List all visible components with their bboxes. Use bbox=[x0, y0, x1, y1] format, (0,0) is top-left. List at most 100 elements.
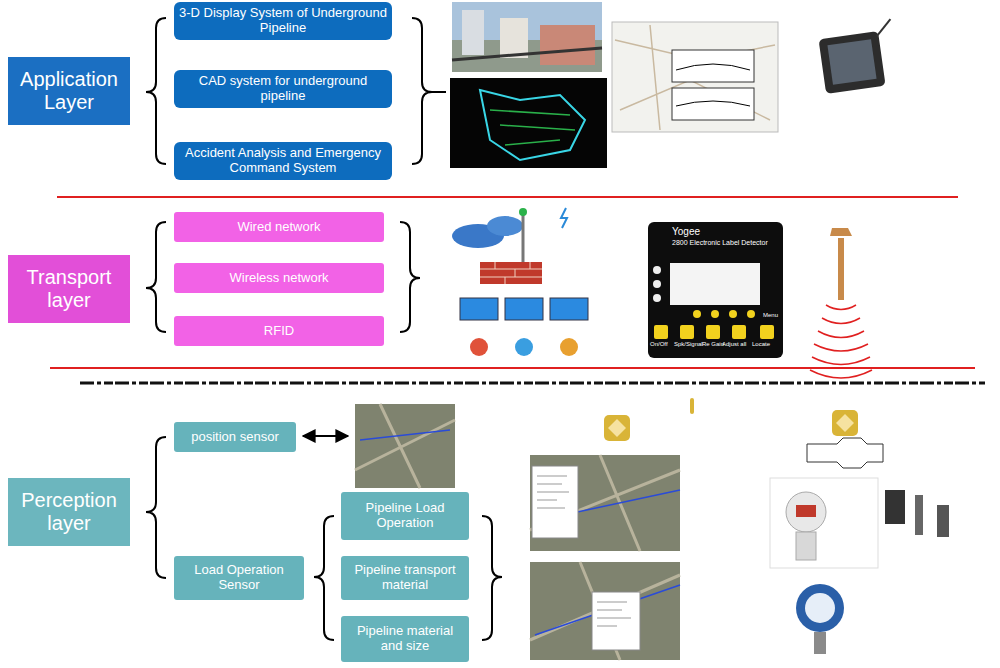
bracket bbox=[146, 18, 166, 164]
marker-pin bbox=[690, 398, 694, 414]
wave bbox=[810, 370, 872, 378]
button-label: Menu bbox=[763, 312, 778, 318]
map-frame bbox=[355, 404, 455, 488]
road bbox=[530, 455, 680, 551]
button bbox=[654, 325, 668, 339]
city-3d-image bbox=[452, 2, 602, 72]
button bbox=[760, 325, 774, 339]
map-frame bbox=[530, 562, 680, 660]
probe-with-signal bbox=[810, 228, 872, 378]
brackets bbox=[146, 18, 502, 640]
wave bbox=[812, 357, 870, 365]
gauge-face bbox=[805, 593, 835, 623]
rfid-tag bbox=[604, 415, 630, 441]
button bbox=[693, 310, 701, 318]
button bbox=[653, 280, 661, 288]
wave bbox=[818, 331, 864, 338]
button-label: On/Off bbox=[650, 341, 668, 347]
sensor-small bbox=[885, 490, 905, 524]
popup bbox=[532, 466, 578, 538]
chart-panel bbox=[672, 50, 754, 82]
tag-body bbox=[604, 415, 630, 441]
gas-icon bbox=[470, 338, 488, 356]
tag-mark bbox=[836, 414, 854, 432]
layer-separator bbox=[57, 196, 958, 198]
button bbox=[747, 310, 755, 318]
button-label: Re Gain bbox=[702, 341, 724, 347]
building bbox=[500, 18, 528, 58]
network-image bbox=[452, 208, 588, 356]
aerial-map bbox=[355, 404, 455, 488]
image-frame bbox=[452, 2, 602, 72]
chart-curve bbox=[676, 64, 750, 106]
photo-frame bbox=[770, 478, 878, 568]
building bbox=[540, 25, 595, 65]
bracket bbox=[412, 18, 432, 164]
node-text: 3-D Display System of Underground Pipeli… bbox=[178, 6, 388, 36]
firewall-bricks bbox=[480, 262, 542, 284]
attribute-box: Pipeline Load Operation bbox=[341, 492, 469, 540]
button bbox=[729, 310, 737, 318]
wave bbox=[822, 318, 860, 324]
layer-box: Perception layer bbox=[8, 478, 130, 546]
button-label: Adjust all bbox=[722, 341, 746, 347]
map-popup bbox=[530, 455, 680, 551]
double-arrow bbox=[303, 435, 348, 437]
image-frame bbox=[450, 78, 607, 168]
button bbox=[680, 325, 694, 339]
system-box: CAD system for underground pipeline bbox=[174, 70, 392, 108]
pressure-sensors bbox=[770, 478, 949, 654]
layer-box: Transport layer bbox=[8, 255, 130, 323]
antenna-light bbox=[519, 208, 527, 216]
bracket bbox=[146, 437, 166, 578]
map-frame bbox=[530, 455, 680, 551]
network-box: Wired network bbox=[174, 212, 384, 242]
road bbox=[355, 404, 455, 488]
button-label: Spk/Signal bbox=[674, 341, 703, 347]
image-frame bbox=[612, 22, 778, 132]
monitor bbox=[550, 298, 588, 320]
button bbox=[653, 294, 661, 302]
map-popup bbox=[530, 562, 680, 660]
pipeline bbox=[360, 430, 450, 440]
node-text: CAD system for underground pipeline bbox=[178, 74, 388, 104]
pipe bbox=[452, 48, 602, 60]
bracket bbox=[314, 516, 334, 640]
sensor-head bbox=[786, 492, 826, 532]
cad-lines bbox=[480, 90, 585, 160]
tag-mark bbox=[608, 419, 626, 437]
sensor-body bbox=[796, 532, 816, 560]
button bbox=[706, 325, 720, 339]
node-text: Accident Analysis and Emergency Command … bbox=[178, 146, 388, 176]
bracket bbox=[482, 516, 502, 640]
rfid-tag-on-pipe bbox=[807, 410, 883, 468]
node-text: Transport layer bbox=[12, 266, 126, 312]
signal-waves bbox=[810, 305, 872, 378]
cad-lines bbox=[490, 110, 575, 145]
node-text: position sensor bbox=[191, 430, 278, 445]
layer-separator bbox=[50, 367, 975, 369]
gauge-stem bbox=[814, 632, 826, 654]
button bbox=[653, 266, 661, 274]
device-title: 2800 Electronic Label Detector bbox=[672, 239, 768, 246]
sensor-small bbox=[937, 505, 949, 537]
popup-lines bbox=[537, 476, 569, 508]
popup-lines bbox=[597, 602, 631, 626]
node-text: Perception layer bbox=[12, 489, 126, 535]
device-screen bbox=[670, 263, 760, 305]
detector-device bbox=[648, 222, 783, 358]
sensor-box: Load Operation Sensor bbox=[174, 556, 304, 600]
wave bbox=[814, 344, 868, 351]
popup bbox=[592, 592, 640, 650]
firewall bbox=[480, 262, 542, 284]
button bbox=[711, 310, 719, 318]
bracket bbox=[400, 222, 420, 332]
bracket-tip bbox=[432, 91, 446, 93]
map-screen-image bbox=[612, 22, 778, 132]
device-body bbox=[648, 222, 783, 358]
gauge-body bbox=[796, 584, 844, 632]
road bbox=[530, 562, 680, 660]
cad-image bbox=[450, 78, 607, 168]
system-box: Accident Analysis and Emergency Command … bbox=[174, 142, 392, 180]
